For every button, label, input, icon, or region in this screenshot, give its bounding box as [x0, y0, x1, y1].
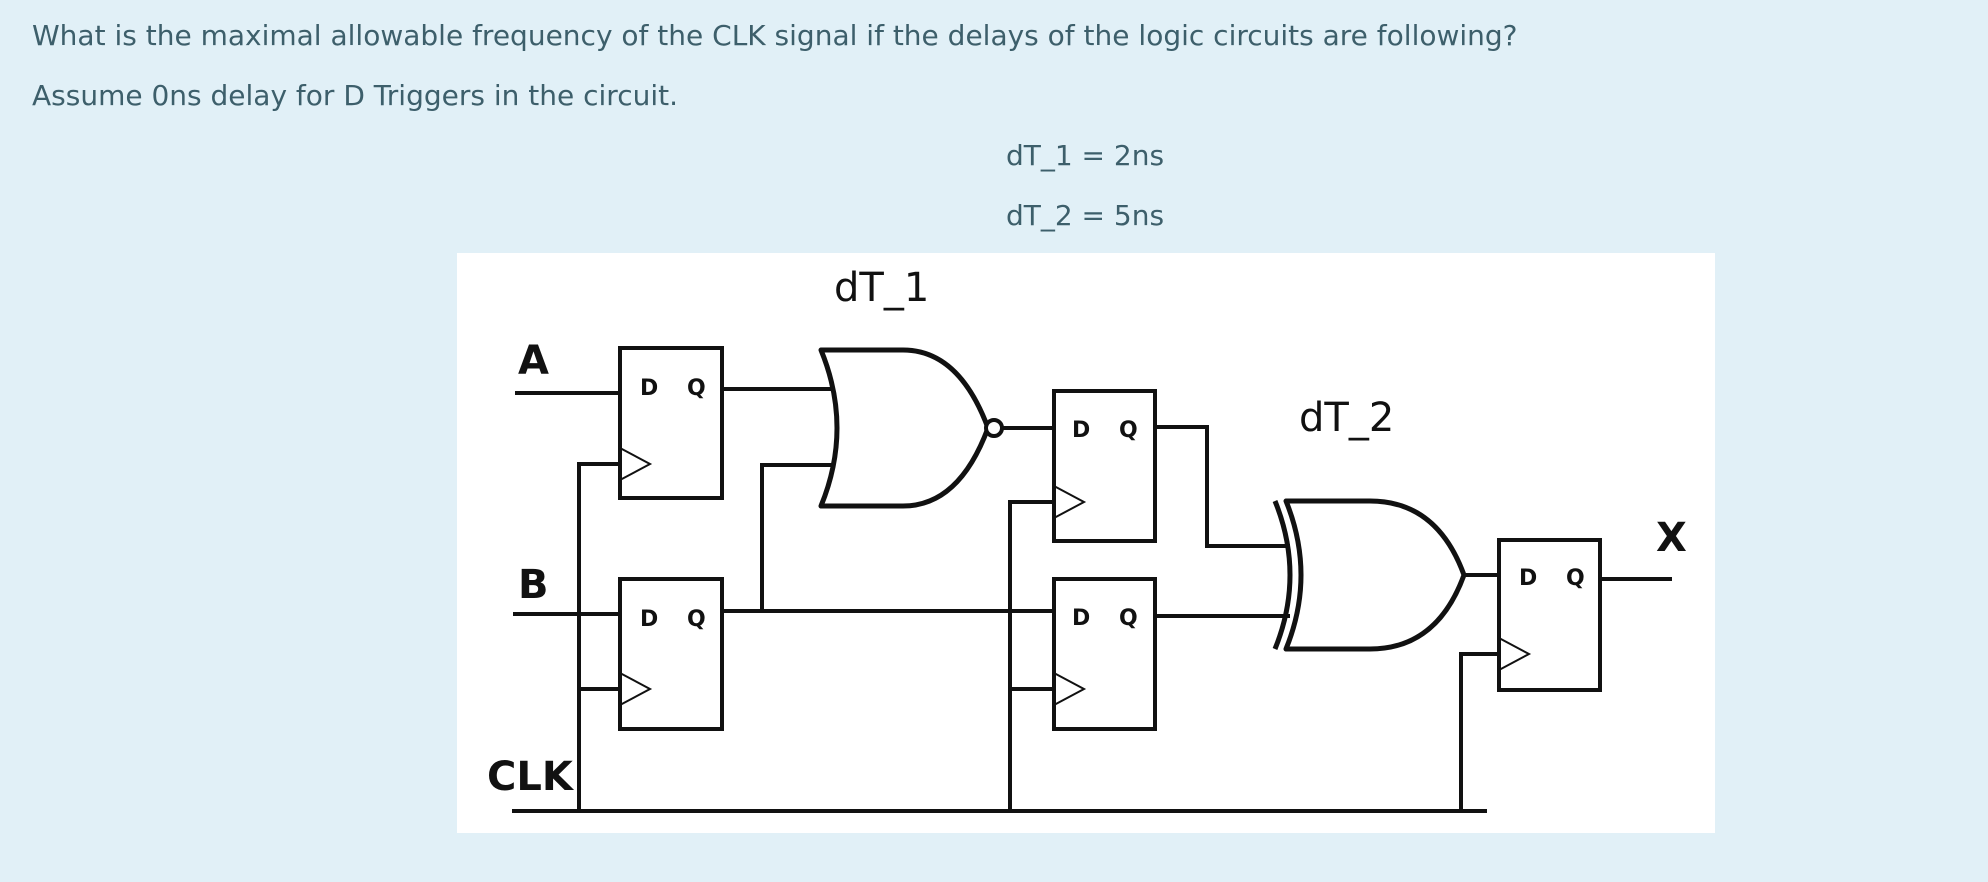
- output-x-label: X: [1656, 515, 1687, 561]
- ff5-clock-triangle-icon: [1498, 637, 1532, 671]
- input-a-label: A: [518, 338, 549, 384]
- ff2-body: [618, 577, 724, 731]
- ff5-pin-q: Q: [1566, 566, 1585, 591]
- nand-gate: [818, 347, 1004, 509]
- d-flip-flop-2: D Q: [618, 577, 724, 731]
- gate1-delay-label: dT_1: [834, 265, 929, 311]
- ff3-pin-q: Q: [1119, 418, 1138, 443]
- d-flip-flop-4: D Q: [1052, 577, 1157, 731]
- ff5-body: [1497, 538, 1602, 692]
- clk-wire-ff1: [577, 462, 622, 813]
- ff3-body: [1052, 389, 1157, 543]
- gate2-delay-label: dT_2: [1299, 395, 1394, 441]
- xor-gate: [1272, 498, 1467, 652]
- ff3-clock-triangle-icon: [1053, 485, 1087, 519]
- wires: [512, 387, 1672, 813]
- d-flip-flop-1: D Q: [618, 346, 724, 500]
- ff1-pin-q: Q: [687, 376, 706, 401]
- nand-input2-wire: [760, 463, 835, 613]
- xor-extra-curve: [1272, 500, 1293, 650]
- ff1-pin-d: D: [640, 376, 658, 401]
- circuit-svg: D Q D Q D Q D Q D Q: [487, 265, 1687, 813]
- ff5-pin-d: D: [1519, 566, 1537, 591]
- ff4-pin-d: D: [1072, 606, 1090, 631]
- ff3-q-wire: [1153, 425, 1290, 548]
- ff4-pin-q: Q: [1119, 606, 1138, 631]
- ff4-clock-triangle-icon: [1053, 672, 1087, 706]
- ff1-body: [618, 346, 724, 500]
- clk-wire-ff5: [1459, 652, 1501, 813]
- delay-dt1-equation: dT_1 = 2ns: [1005, 139, 1165, 172]
- ff2-pin-q: Q: [687, 607, 706, 632]
- ff2-clock-triangle-icon: [619, 672, 653, 706]
- xor-gate-body: [1283, 498, 1467, 652]
- clk-wire-ff3: [1008, 500, 1056, 813]
- delay-dt2-equation: dT_2 = 5ns: [1005, 199, 1165, 232]
- question-text: What is the maximal allowable frequency …: [32, 19, 1518, 52]
- circuit-diagram: D Q D Q D Q D Q D Q: [457, 253, 1715, 833]
- input-b-label: B: [518, 562, 549, 608]
- ff1-clock-triangle-icon: [619, 447, 653, 481]
- d-flip-flop-5: D Q: [1497, 538, 1602, 692]
- assumption-text: Assume 0ns delay for D Triggers in the c…: [32, 79, 678, 112]
- clk-label: CLK: [487, 754, 575, 800]
- d-flip-flop-3: D Q: [1052, 389, 1157, 543]
- nand-inversion-bubble: [984, 418, 1004, 438]
- nand-gate-body: [818, 347, 991, 509]
- ff3-pin-d: D: [1072, 418, 1090, 443]
- ff4-body: [1052, 577, 1157, 731]
- ff2-pin-d: D: [640, 607, 658, 632]
